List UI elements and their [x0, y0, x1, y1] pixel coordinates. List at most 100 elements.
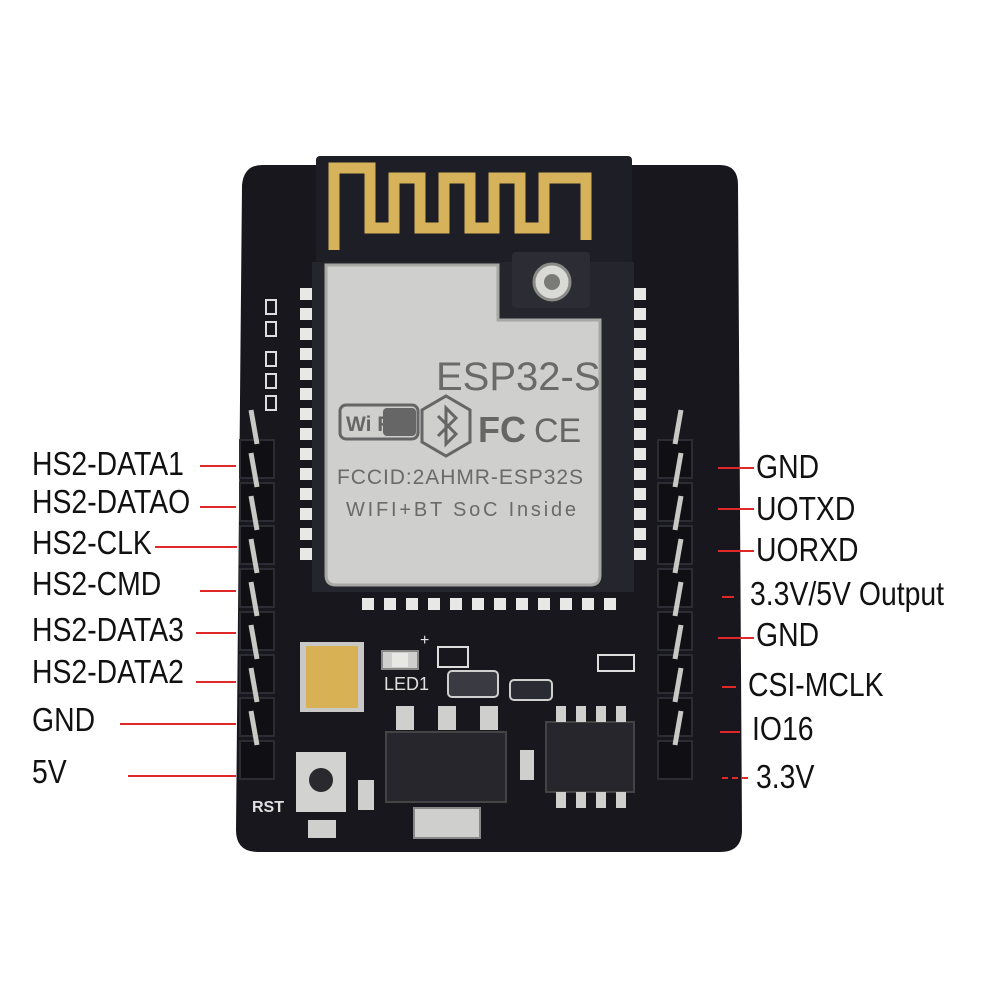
smd-resistors: [358, 646, 635, 810]
header-pin: [248, 581, 260, 617]
header-pin: [248, 667, 260, 703]
left-pin-label: HS2-DATA2: [32, 653, 184, 690]
module-name: ESP32-S: [436, 355, 601, 399]
header-pin: [248, 409, 260, 445]
right-leader-line: [722, 777, 748, 779]
svg-text:Wi Fi: Wi Fi: [346, 413, 396, 436]
left-pin-label: GND: [32, 701, 96, 738]
left-leader-line: [196, 632, 236, 634]
left-leader-line: [128, 775, 236, 777]
right-leader-line: [718, 550, 754, 552]
right-leader-line: [718, 508, 754, 510]
header-pin: [672, 538, 684, 574]
right-pin-label: 3.3V: [756, 758, 815, 795]
module-pad: [472, 598, 484, 610]
right-leader-line: [720, 731, 740, 733]
module-pad: [300, 308, 312, 320]
side-pad: [265, 373, 277, 389]
right-pin-label: UOTXD: [756, 490, 856, 527]
header-pin-housing: [657, 525, 693, 565]
side-pad: [265, 321, 277, 337]
module-pad: [300, 428, 312, 440]
side-pad: [265, 395, 277, 411]
header-pin: [248, 624, 260, 660]
left-pin-label: HS2-DATAO: [32, 483, 191, 520]
module-pad: [634, 448, 646, 460]
module-pad: [300, 468, 312, 480]
module-pad: [634, 328, 646, 340]
module-pad: [428, 598, 440, 610]
module-pad: [300, 408, 312, 420]
ic-pin: [556, 792, 566, 808]
right-pin-label: IO16: [752, 710, 814, 747]
eight-pin-ic: [545, 721, 635, 793]
module-pad: [300, 388, 312, 400]
header-pin-housing: [239, 611, 275, 651]
pcb-antenna-trace: [328, 162, 592, 250]
ic-pin: [616, 706, 626, 722]
bluetooth-icon: [420, 394, 472, 458]
header-pin-housing: [657, 654, 693, 694]
left-leader-line: [200, 465, 236, 467]
header-pin: [672, 409, 684, 445]
tantalum-capacitor: [300, 642, 364, 712]
header-pin: [248, 452, 260, 488]
module-pad: [300, 328, 312, 340]
left-leader-line: [120, 723, 236, 725]
module-pad: [634, 488, 646, 500]
reset-button[interactable]: [296, 752, 346, 838]
ce-logo: CE: [534, 412, 581, 450]
module-pad: [582, 598, 594, 610]
right-pin-label: 3.3V/5V Output: [750, 575, 945, 612]
module-pad: [384, 598, 396, 610]
header-pin-housing: [239, 482, 275, 522]
header-pin-housing: [239, 740, 275, 780]
header-pin-housing: [657, 439, 693, 479]
header-right: [657, 409, 693, 780]
side-pad: [265, 299, 277, 315]
header-pin-housing: [239, 525, 275, 565]
module-pad: [634, 408, 646, 420]
header-pin-housing: [239, 568, 275, 608]
header-pin: [672, 710, 684, 746]
led-label: LED1: [384, 674, 429, 694]
header-pin-housing: [657, 697, 693, 737]
ufl-connector: [512, 252, 590, 308]
module-pad: [362, 598, 374, 610]
header-pin-housing: [657, 568, 693, 608]
module-pad: [634, 368, 646, 380]
header-pin: [248, 710, 260, 746]
right-leader-line: [718, 467, 754, 469]
header-pin: [248, 538, 260, 574]
ic-pin: [576, 792, 586, 808]
left-pin-label: HS2-DATA3: [32, 611, 184, 648]
right-leader-line: [722, 596, 734, 598]
left-pin-label: HS2-CLK: [32, 524, 152, 561]
right-pin-label: CSI-MCLK: [748, 666, 884, 703]
header-pin-housing: [657, 740, 693, 780]
module-pad: [634, 388, 646, 400]
module-pad: [634, 428, 646, 440]
led-polarity: +: [420, 632, 429, 649]
left-leader-line: [196, 681, 236, 683]
ic-pin: [576, 706, 586, 722]
module-pad: [300, 368, 312, 380]
module-pad: [634, 508, 646, 520]
module-pad: [634, 348, 646, 360]
header-pin-housing: [239, 439, 275, 479]
module-pad: [300, 528, 312, 540]
header-pin-housing: [657, 611, 693, 651]
voltage-regulator: [385, 706, 507, 839]
header-pin-housing: [239, 697, 275, 737]
left-leader-line: [200, 506, 236, 508]
module-pad: [560, 598, 572, 610]
header-pin: [248, 495, 260, 531]
header-left: [239, 409, 275, 780]
module-pad: [300, 448, 312, 460]
module-pad: [300, 548, 312, 560]
header-pin: [672, 452, 684, 488]
ic-pin: [596, 792, 606, 808]
right-leader-line: [718, 637, 754, 639]
module-pad: [300, 488, 312, 500]
